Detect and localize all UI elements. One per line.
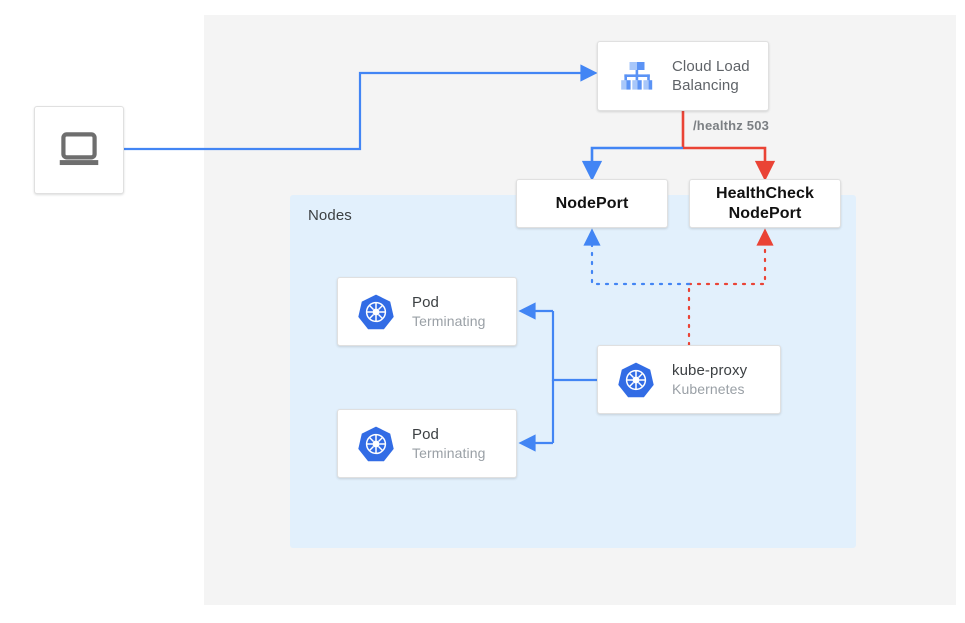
cloud-load-balancing-label-line1: Cloud Load — [672, 57, 750, 75]
kubernetes-icon — [354, 290, 398, 334]
pod-status-1: Terminating — [412, 313, 486, 330]
kube-proxy-node[interactable]: kube-proxy Kubernetes — [597, 345, 781, 414]
healthcheck-nodeport-label-line1: HealthCheck — [715, 184, 815, 202]
pod-label-1: Pod — [412, 293, 439, 311]
cloud-load-balancing-label-line2: Balancing — [672, 77, 739, 94]
nodeport-node[interactable]: NodePort — [516, 179, 668, 228]
kubernetes-icon — [354, 422, 398, 466]
healthz-status-label: /healthz 503 — [693, 118, 770, 133]
pod-node-1[interactable]: Pod Terminating — [337, 277, 517, 346]
pod-status-2: Terminating — [412, 445, 486, 462]
healthcheck-nodeport-label-line2: NodePort — [728, 204, 802, 222]
cloud-load-balancing-icon — [614, 54, 658, 98]
nodes-group-label: Nodes — [308, 207, 352, 224]
healthcheck-nodeport-node[interactable]: HealthCheck NodePort — [689, 179, 841, 228]
kube-proxy-subtitle: Kubernetes — [672, 381, 745, 398]
cloud-load-balancing-node[interactable]: Cloud Load Balancing — [597, 41, 769, 111]
client-node[interactable] — [34, 106, 124, 194]
nodeport-label: NodePort — [555, 194, 629, 212]
kube-proxy-label: kube-proxy — [672, 361, 748, 379]
pod-label-2: Pod — [412, 425, 439, 443]
pod-node-2[interactable]: Pod Terminating — [337, 409, 517, 478]
laptop-icon — [57, 128, 101, 172]
kubernetes-icon — [614, 358, 658, 402]
